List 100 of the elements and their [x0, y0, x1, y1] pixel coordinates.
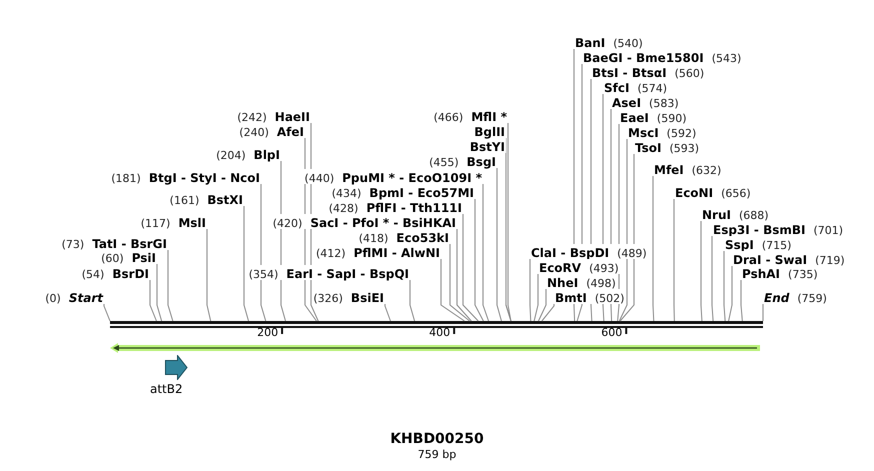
- leader-line: [474, 198, 484, 322]
- leader-line: [618, 138, 628, 322]
- site-position: (326): [313, 292, 343, 305]
- site-position: (540): [613, 37, 643, 50]
- site-position: (688): [738, 209, 769, 222]
- site-position: (583): [649, 97, 679, 110]
- site-position: (759): [797, 292, 827, 305]
- site-position: (428): [328, 202, 358, 215]
- enzyme-name: MfeI: [654, 163, 684, 177]
- site-position: (418): [358, 232, 388, 245]
- site-position: (543): [712, 52, 742, 65]
- enzyme-name: BtgI - StyI - NcoI: [148, 171, 260, 185]
- leader-line: [538, 288, 546, 322]
- enzyme-name: PflMI - AlwNI: [354, 246, 440, 260]
- enzyme-name: BlpI: [254, 148, 280, 162]
- enzyme-name: BmtI: [555, 291, 587, 305]
- leader-line: [700, 220, 702, 322]
- leader-line: [244, 206, 250, 322]
- site-position: (701): [813, 224, 844, 237]
- site-position: (719): [815, 254, 845, 267]
- enzyme-name: PflFI - Tth111I: [366, 201, 462, 215]
- scale-label: 600: [601, 326, 622, 339]
- leader-line: [712, 236, 714, 322]
- site-position: (0): [45, 292, 61, 305]
- enzyme-name: EcoRV: [539, 261, 582, 275]
- leader-line: [260, 184, 266, 322]
- enzyme-name: SspI: [725, 238, 754, 252]
- enzyme-name: TatI - BsrGI: [92, 237, 167, 251]
- scale-label: 400: [429, 326, 450, 339]
- site-position: (466): [434, 111, 464, 124]
- leader-line: [456, 228, 472, 322]
- leader-line: [652, 176, 654, 322]
- enzyme-name: BsiEI: [350, 291, 384, 305]
- site-position: (593): [669, 142, 700, 155]
- enzyme-name: EaeI: [620, 111, 649, 125]
- site-position: (632): [692, 164, 722, 177]
- enzyme-name: BaeGI - Bme1580I: [583, 51, 704, 65]
- site-position: (455): [429, 156, 459, 169]
- leader-line: [541, 304, 554, 322]
- enzyme-name: AfeI: [276, 125, 304, 139]
- enzyme-name: Esp3I - BsmBI: [713, 223, 806, 237]
- site-position: (560): [674, 67, 704, 80]
- leader-line: [508, 122, 512, 322]
- site-position: (592): [666, 127, 696, 140]
- enzyme-name: ClaI - BspDI: [531, 246, 610, 260]
- leader-line: [530, 258, 532, 322]
- leader-line: [410, 280, 416, 322]
- enzyme-name: DraI - SwaI: [733, 253, 808, 267]
- site-position: (54): [82, 268, 104, 281]
- site-position: (60): [101, 252, 124, 265]
- enzyme-name: NheI: [547, 276, 578, 290]
- leader-line: [728, 266, 732, 322]
- enzyme-name: HaeII: [274, 110, 310, 124]
- site-position: (73): [62, 238, 84, 251]
- site-position: (181): [111, 172, 141, 185]
- leader-line: [724, 250, 726, 322]
- leader-line: [156, 264, 162, 322]
- enzyme-name: PsiI: [132, 251, 156, 265]
- enzyme-name: MflI *: [471, 110, 507, 124]
- enzyme-name: BglII: [474, 125, 505, 139]
- site-position: (161): [170, 194, 200, 207]
- enzyme-name: BsgI: [466, 155, 496, 169]
- site-position: (715): [762, 239, 792, 252]
- enzyme-name: MscI: [628, 126, 659, 140]
- site-position: (354): [248, 268, 278, 281]
- site-position: (117): [140, 217, 170, 230]
- enzyme-name: SfcI: [604, 81, 630, 95]
- site-position: (493): [589, 262, 619, 275]
- leader-line: [674, 198, 675, 322]
- enzyme-name: BtsI - BtsαI: [592, 66, 667, 80]
- sequence-length: 759 bp: [416, 448, 458, 461]
- leader-line: [150, 280, 157, 322]
- site-position: (240): [239, 126, 269, 139]
- leader-line: [762, 304, 764, 322]
- enzyme-name: PshAI: [742, 267, 780, 281]
- enzyme-name: Eco53kI: [396, 231, 449, 245]
- map-title: KHBD00250: [389, 431, 485, 447]
- leader-line: [740, 280, 743, 322]
- enzyme-name: NruI: [702, 208, 731, 222]
- sequence-end-label: Start: [68, 291, 103, 305]
- leader-line: [384, 304, 391, 322]
- site-position: (656): [721, 187, 751, 200]
- site-position: (204): [216, 149, 246, 162]
- site-position: (498): [586, 277, 616, 290]
- leader-line: [206, 228, 212, 322]
- enzyme-name: BstYI: [470, 140, 505, 154]
- leader-line: [450, 244, 470, 322]
- leader-line: [462, 214, 479, 322]
- enzyme-name: PpuMI * - EcoO109I *: [342, 171, 482, 185]
- enzyme-name: MslI: [178, 216, 206, 230]
- enzyme-name: BstXI: [207, 193, 243, 207]
- enzyme-name: BanI: [575, 36, 606, 50]
- leader-line: [620, 154, 634, 322]
- site-position: (489): [617, 247, 647, 260]
- enzyme-name: BsrDI: [112, 267, 149, 281]
- leader-line: [496, 168, 502, 322]
- enzyme-name: BpmI - Eco57MI: [369, 186, 474, 200]
- site-position: (434): [332, 187, 362, 200]
- enzyme-name: EarI - SapI - BspQI: [286, 267, 409, 281]
- site-position: (412): [316, 247, 346, 260]
